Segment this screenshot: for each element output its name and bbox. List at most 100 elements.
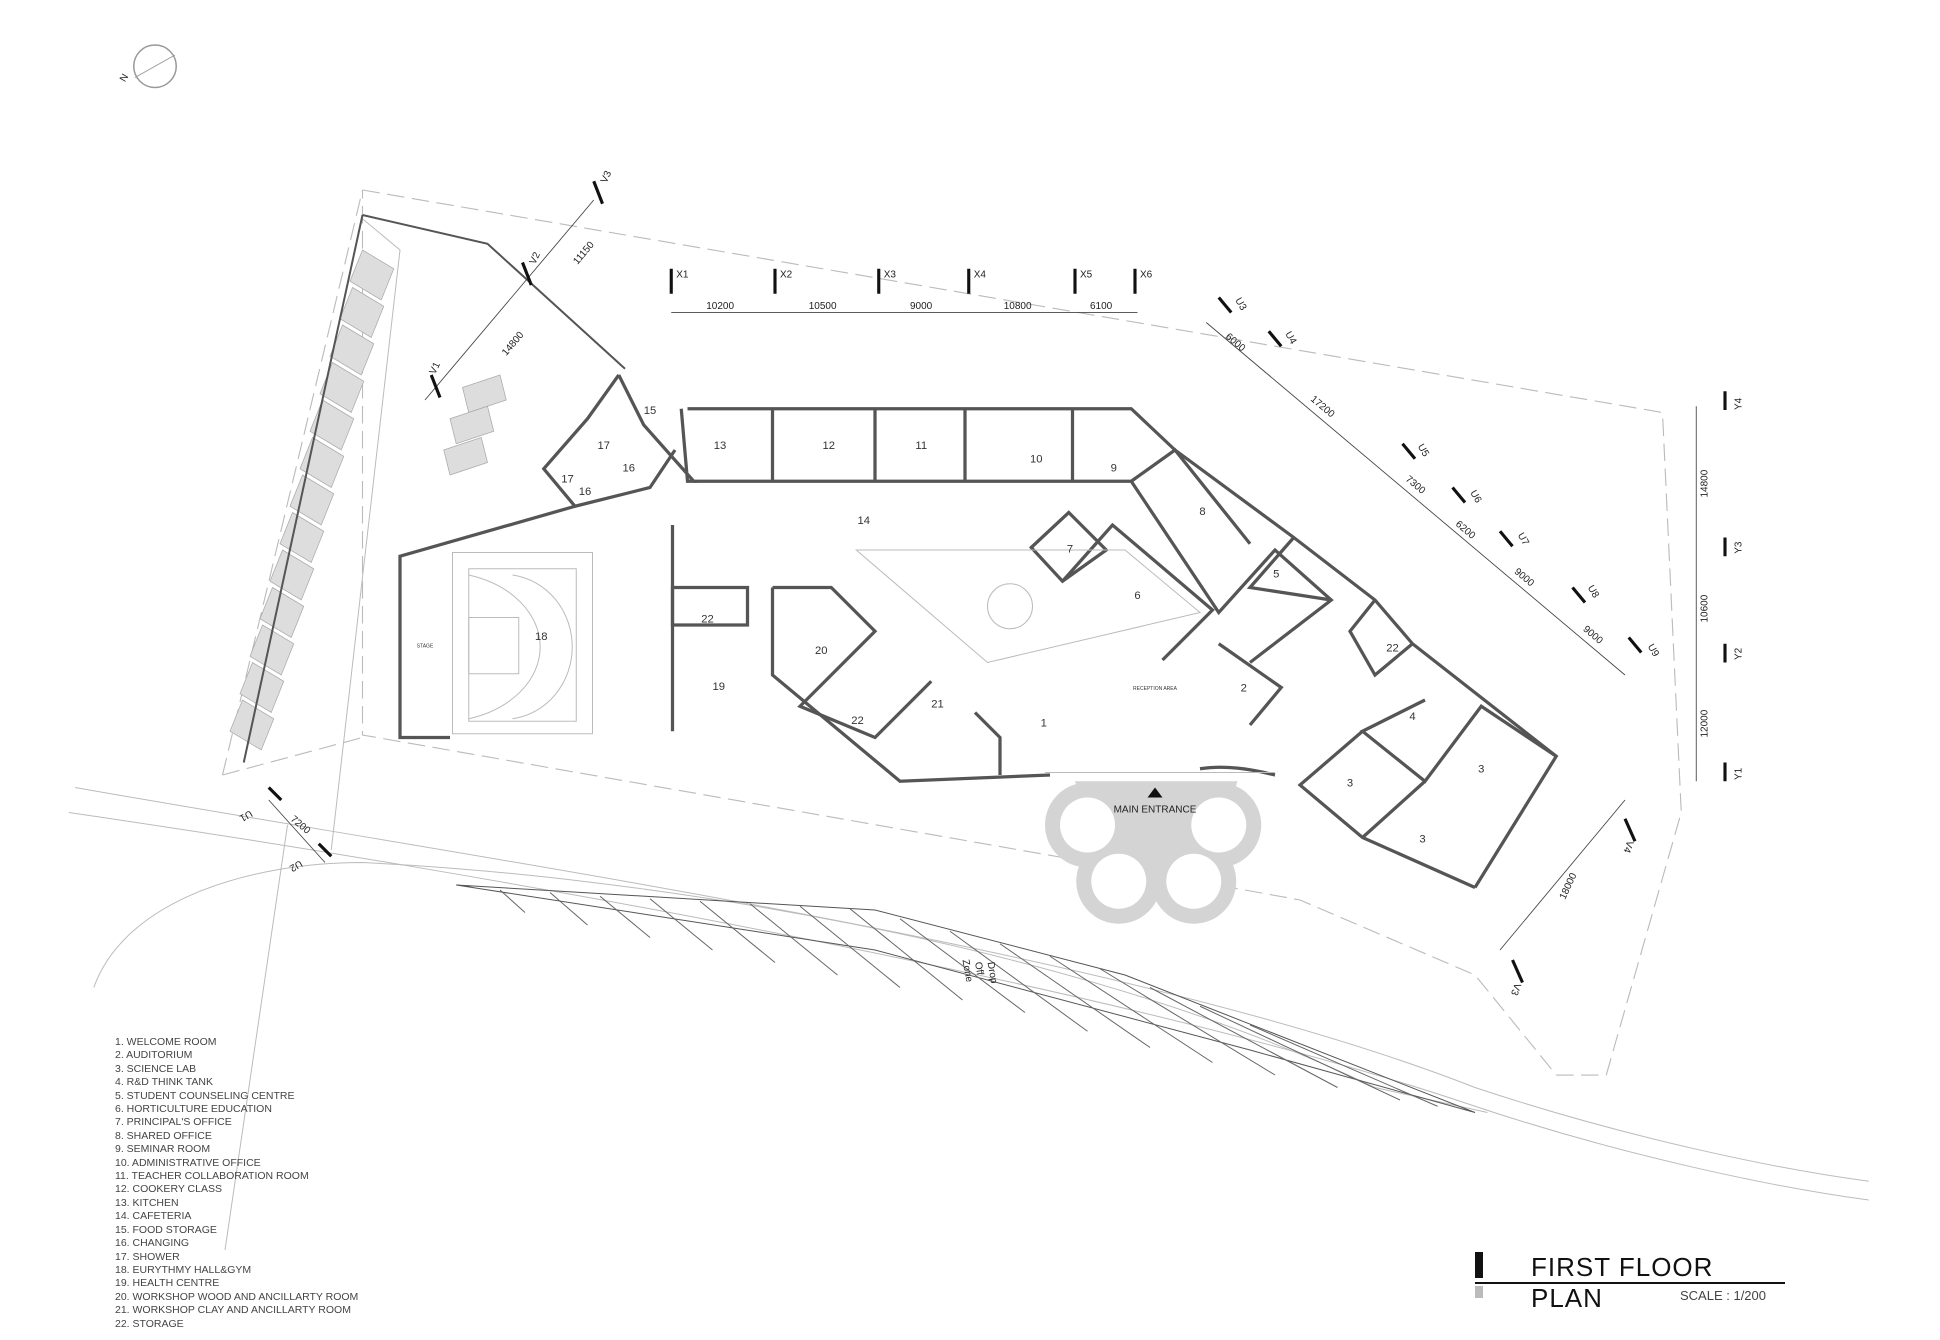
svg-text:3: 3	[1419, 834, 1425, 846]
svg-text:U8: U8	[1585, 584, 1601, 601]
entrance-arrow-icon	[1147, 787, 1163, 798]
legend-item: 16. CHANGING	[115, 1237, 190, 1250]
grid-u-dimensions: U3 U4 U5 U6 U7 U8 U9 6000 17200 7300 620…	[1205, 296, 1661, 676]
legend-item: 1. WELCOME ROOM	[115, 1036, 217, 1048]
legend-item: 12. COOKERY CLASS	[115, 1183, 222, 1196]
svg-text:U6: U6	[1467, 489, 1483, 506]
svg-text:X4: X4	[974, 270, 987, 281]
grid-x-dimensions: X1 X2 X3 X4 X5 X6 10200 10500 9000 10800…	[669, 268, 1153, 313]
site-boundary	[361, 189, 1682, 1076]
svg-text:4: 4	[1409, 711, 1415, 723]
svg-text:Drop: Drop	[985, 961, 1000, 985]
svg-text:10600: 10600	[1700, 594, 1711, 622]
legend-item: 7. PRINCIPAL'S OFFICE	[115, 1116, 232, 1129]
svg-text:U4: U4	[1282, 330, 1298, 347]
svg-text:3: 3	[1478, 764, 1484, 776]
svg-text:10500: 10500	[809, 301, 837, 312]
svg-text:10200: 10200	[706, 301, 734, 312]
svg-text:16: 16	[622, 462, 635, 474]
svg-text:2: 2	[1241, 682, 1247, 694]
legend-item: 11. TEACHER COLLABORATION ROOM	[115, 1170, 309, 1183]
grid-y-dimensions: Y1 Y2 Y3 Y4 12000 10600 14800	[1695, 391, 1744, 782]
svg-text:V1: V1	[428, 360, 443, 376]
legend-item: 14. CAFETERIA	[115, 1210, 192, 1223]
svg-text:X6: X6	[1140, 270, 1153, 281]
reception-label: RECEPTION AREA	[1133, 686, 1178, 692]
drawing-title: FIRST FLOOR PLAN	[1531, 1252, 1714, 1313]
legend-item: 15. FOOD STORAGE	[115, 1223, 217, 1236]
scale-bar-marker	[1475, 1286, 1483, 1298]
svg-text:1: 1	[1041, 717, 1047, 729]
svg-text:X2: X2	[780, 270, 793, 281]
svg-text:11150: 11150	[571, 239, 597, 267]
svg-text:5: 5	[1273, 569, 1279, 581]
svg-text:7300: 7300	[1403, 474, 1427, 497]
svg-text:V3: V3	[599, 169, 614, 185]
road	[74, 787, 1869, 1182]
svg-text:9000: 9000	[1512, 566, 1536, 589]
svg-text:V2: V2	[528, 250, 543, 266]
svg-text:Y2: Y2	[1733, 647, 1744, 660]
legend-item: 4. R&D THINK TANK	[115, 1076, 214, 1089]
svg-text:19: 19	[712, 681, 725, 693]
svg-text:21: 21	[931, 699, 944, 711]
svg-text:U3: U3	[1232, 296, 1248, 313]
north-arrow-icon: N	[118, 44, 177, 89]
svg-text:X3: X3	[884, 270, 897, 281]
legend-item: 6. HORTICULTURE EDUCATION	[115, 1103, 272, 1116]
svg-text:8: 8	[1199, 506, 1205, 518]
svg-text:Y1: Y1	[1733, 767, 1744, 780]
svg-text:17200: 17200	[1308, 394, 1337, 421]
svg-text:18: 18	[535, 631, 548, 643]
svg-text:12: 12	[822, 440, 835, 452]
svg-text:Y4: Y4	[1733, 397, 1744, 410]
svg-text:20: 20	[815, 645, 828, 657]
svg-text:X1: X1	[676, 270, 689, 281]
svg-text:13: 13	[714, 440, 727, 452]
grid-u-sw-dimensions: U1 U2 7200	[237, 786, 333, 874]
drawing-scale: SCALE : 1/200	[1680, 1288, 1766, 1303]
svg-text:15: 15	[644, 405, 657, 417]
drop-off-zone: Drop Off Zone	[456, 884, 1476, 1113]
svg-text:16: 16	[579, 486, 592, 498]
legend-item: 19. HEALTH CENTRE	[115, 1277, 220, 1290]
svg-text:Zone: Zone	[960, 959, 975, 984]
svg-text:14: 14	[857, 515, 870, 527]
svg-text:7200: 7200	[288, 814, 312, 837]
svg-text:U9: U9	[1645, 642, 1661, 659]
svg-text:10: 10	[1030, 454, 1043, 466]
svg-text:14800: 14800	[500, 329, 527, 358]
legend-item: 13. KITCHEN	[115, 1196, 179, 1209]
svg-text:V3: V3	[1508, 981, 1523, 997]
title-underline	[1475, 1282, 1785, 1284]
legend-item: 18. EURYTHMY HALL&GYM	[115, 1263, 252, 1276]
svg-text:22: 22	[851, 715, 864, 727]
svg-text:N: N	[118, 72, 131, 84]
legend-item: 20. WORKSHOP WOOD AND ANCILLARTY ROOM	[115, 1290, 359, 1303]
basketball-court	[452, 552, 593, 735]
room-legend: 1. WELCOME ROOM 2. AUDITORIUM 3. SCIENCE…	[115, 1036, 358, 1331]
grid-v-dimensions: V1 V2 V3 11150 14800 V3 V4 18000	[424, 169, 1637, 997]
svg-text:9: 9	[1111, 462, 1117, 474]
legend-item: 2. AUDITORIUM	[115, 1049, 193, 1062]
legend-item: 10. ADMINISTRATIVE OFFICE	[115, 1156, 261, 1169]
svg-text:U2: U2	[287, 857, 304, 873]
title-bar-marker	[1475, 1252, 1483, 1278]
svg-text:17: 17	[561, 474, 574, 486]
title-block: FIRST FLOOR PLAN SCALE : 1/200	[1475, 1250, 1785, 1313]
svg-text:7: 7	[1067, 544, 1073, 556]
svg-text:6: 6	[1134, 590, 1140, 602]
parking-stalls	[229, 249, 507, 751]
legend-item: 17. SHOWER	[115, 1250, 180, 1263]
svg-text:U1: U1	[237, 807, 254, 823]
room-numbers: 1 2 3 3 3 4 5 6 7 8 9 10 11 12 13 14 15 …	[535, 405, 1484, 846]
svg-text:9000: 9000	[1581, 624, 1605, 647]
svg-text:X5: X5	[1080, 270, 1093, 281]
svg-text:12000: 12000	[1700, 709, 1711, 737]
svg-text:9000: 9000	[910, 301, 933, 312]
svg-text:U7: U7	[1515, 531, 1531, 548]
svg-text:U5: U5	[1415, 442, 1431, 459]
svg-text:17: 17	[597, 440, 610, 452]
main-entrance-label: MAIN ENTRANCE	[1114, 805, 1197, 816]
